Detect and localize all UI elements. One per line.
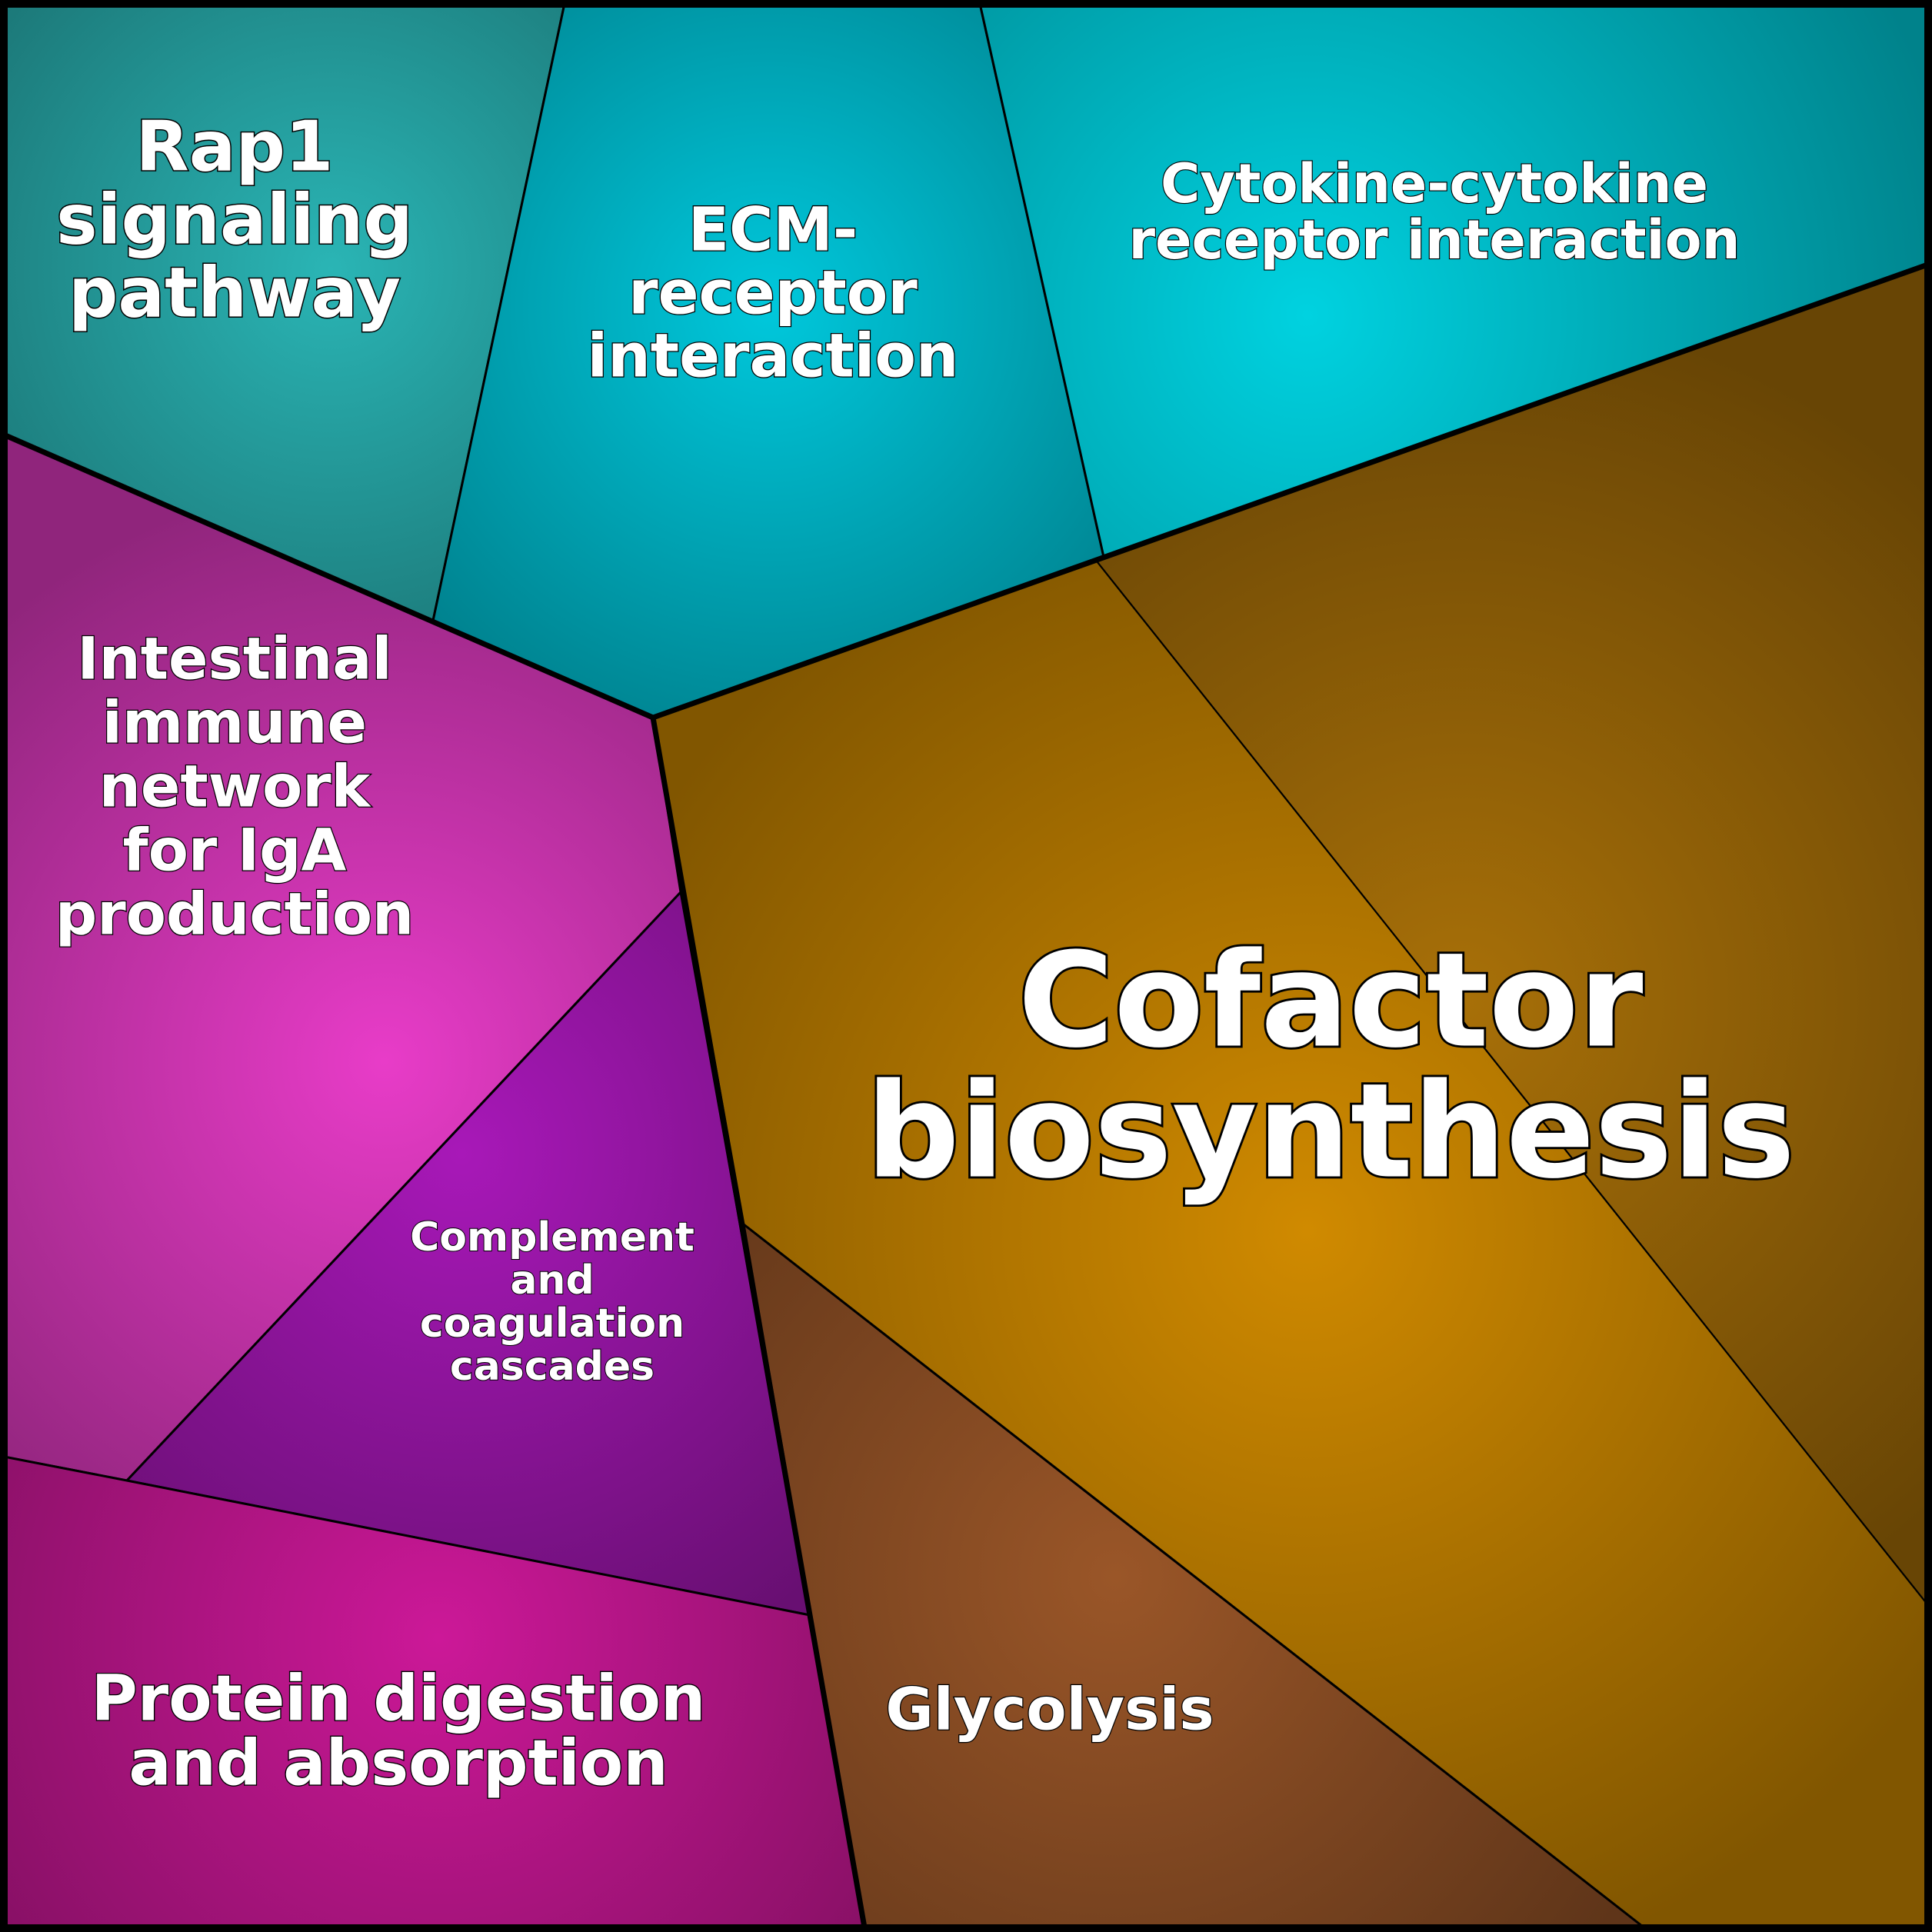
cell-label-line: Cytokine-cytokine [1161,152,1708,215]
cell-label-glycolysis: Glycolysis [885,1675,1214,1744]
cell-label-line: coagulation [420,1301,685,1347]
cell-label-line: Complement [410,1214,695,1261]
cell-label-line: ECM- [688,195,858,265]
cell-label-line: and absorption [128,1727,668,1800]
cell-label-line: receptor [628,258,918,328]
cell-label-line: biosynthesis [866,1056,1795,1208]
cell-label-line: network [99,752,371,821]
cell-label-line: Rap1 [135,107,333,188]
cell-label-line: Glycolysis [885,1675,1214,1744]
group-border-layer [0,260,1932,1932]
teal-magenta-border [0,430,656,721]
cell-label-line: pathway [68,253,401,334]
cell-label-line: interaction [588,321,959,391]
cell-label-line: receptor interaction [1129,208,1740,271]
cell-label-line: cascades [450,1344,655,1390]
cell-label-line: immune [102,688,367,757]
cell-cytokine [978,0,1932,558]
cell-label-line: Cofactor [1018,925,1644,1078]
cell-label-line: Intestinal [77,625,391,693]
cell-label-line: and [510,1257,594,1304]
cell-label-line: production [55,880,414,948]
cell-label-line: Protein digestion [92,1663,706,1736]
cell-label-line: for IgA [123,816,347,884]
cell-label-line: signaling [56,180,413,261]
magenta-amber-border [650,715,868,1932]
teal-amber-border [650,260,1932,721]
